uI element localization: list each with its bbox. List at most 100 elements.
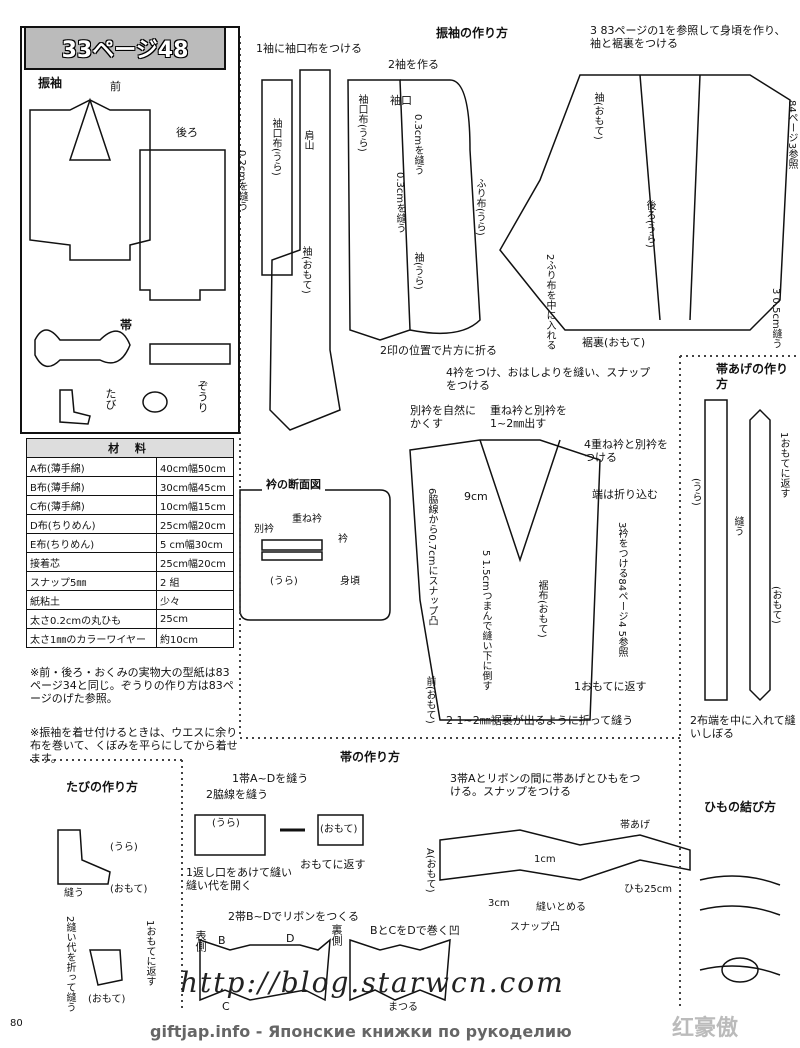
obi-matsuru-label: まつる [388, 1002, 418, 1013]
obiage-omote-label: (おもて) [770, 586, 781, 624]
back-ura-label: 後ろ(うら) [644, 200, 655, 248]
sodeguchi-label: 袖口布(うら) [270, 118, 281, 176]
tabi-step2: 2縫い代を折って縫う [64, 916, 75, 1013]
zori-icon [142, 391, 168, 413]
collar-section-title: 衿の断面図 [262, 478, 325, 491]
fold-hem-label: 2 1~2㎜裾裏が出るように折って縫う [446, 714, 634, 727]
tabi-omote-label: (おもて) [110, 884, 148, 895]
corner-stamp: 红豪傲 [672, 1016, 739, 1041]
kasane-show-label: 重ね衿と別衿を1~2㎜出す [490, 404, 567, 430]
zori-label: ぞうり [196, 380, 209, 413]
obi-wrap-label: BとCをDで巻く凹 [370, 924, 460, 937]
furi-fabric-label: ふり布(うら) [474, 178, 485, 236]
collar-kasane-label: 重ね衿 [292, 514, 322, 525]
sew-05-label: 3 0.5cm縫う [770, 288, 781, 349]
nine-cm-label: 9cm [464, 490, 488, 503]
suso-fabric-label: 裾布(おもて) [536, 580, 547, 638]
obi-himo-label: ひも25cm [624, 884, 672, 895]
obi-step2: 2脇線を縫う [206, 788, 268, 801]
sleeve-omote2-label: 袖(おもて) [592, 92, 603, 140]
tabi-step1: 1おもてに返す [144, 920, 155, 987]
obi-back-side-label: 裏側 [330, 924, 343, 946]
table-row: B布(薄手綿)30cm幅45cm [26, 476, 235, 496]
obi-step3: 3帯Aとリボンの間に帯あげとひもをつける。スナップをつける [450, 772, 641, 798]
obi-front-side-label: 表側 [194, 930, 207, 952]
obiage-turn-label: 1おもてに返す [778, 432, 789, 499]
pinch-sew-label: 5 1.5cmつまんで縫い下に倒す [480, 550, 491, 691]
obiage-gather-label: 2布端を中に入れて縫いしぼる [690, 714, 796, 740]
watermark-url: http://blog.starwcn.com [180, 966, 565, 999]
table-row: 太さ1㎜のカラーワイヤー約10cm [26, 628, 235, 648]
collar-section-balloon [239, 489, 391, 621]
kasane-attach-label: 4重ね衿と別衿をつける [584, 438, 668, 464]
table-row: C布(薄手綿)10cm幅15cm [26, 495, 235, 515]
obiage-title: 帯あげの作り方 [716, 362, 789, 391]
fold-note: 2印の位置で片方に折る [380, 344, 497, 357]
collar-ura-label: (うら) [270, 576, 298, 587]
obi-seam-label: 1返し口をあけて縫い縫い代を開く [186, 866, 292, 892]
tuck-end-label: 端は折り込む [592, 488, 658, 501]
turn-out-label: 1おもてに返す [574, 680, 647, 693]
collar-attach-label: 3衿をつける84ページ4 5参照 [616, 522, 627, 657]
back-label: 後ろ [176, 126, 198, 139]
obiage-ura-label: (うら) [690, 478, 701, 506]
susoura-label: 裾裏(おもて) [582, 336, 646, 349]
table-row: E布(ちりめん)5 cm幅30cm [26, 533, 235, 553]
furisode-label: 振袖 [38, 76, 63, 90]
sodeguchi-ura-label: 袖口布(うら) [356, 94, 367, 152]
page-reference-header: 33ページ48 [24, 26, 226, 70]
obi-snap-label: スナップ凸 [510, 922, 560, 933]
tabi-ura-label: (うら) [110, 842, 138, 853]
katayama-label: 肩山 [302, 130, 313, 150]
sleeve-ura-label: 袖(うら) [412, 252, 423, 290]
step1-label: 1袖に袖口布をつける [256, 42, 362, 55]
table-row: D布(ちりめん)25cm幅20cm [26, 514, 235, 534]
materials-table: 材 料 A布(薄手綿)40cm幅50cm B布(薄手綿)30cm幅45cm C布… [26, 438, 235, 648]
tabi-label: たび [104, 388, 117, 410]
page-number: 80 [10, 1018, 23, 1029]
furi-inside-label: 2ふり布を中に入れる [544, 254, 555, 351]
obi-1cm-label: 1cm [534, 854, 556, 865]
obi-turn-label: おもてに返す [300, 858, 366, 871]
obi-ura-label: (うら) [212, 818, 240, 829]
table-row: 紙粘土少々 [26, 590, 235, 610]
obi-a-label: A(おもて) [424, 848, 435, 893]
sew-03b-label: 0.3cmを縫う [394, 172, 405, 234]
table-row: A布(薄手綿)40cm幅50cm [26, 457, 235, 477]
front-label: 前 [110, 80, 121, 93]
collar-betsu-label: 別衿 [254, 524, 274, 535]
obi-ribbon-step: 2帯B~Dでリボンをつくる [228, 910, 360, 923]
sleeve-omote-label: 袖(おもて) [300, 246, 311, 294]
snap-side-label: 6脇線から0.7cmにスナップ凸 [426, 488, 437, 626]
collar-migoro-label: 身頃 [340, 576, 360, 587]
himo-knot-drawing [699, 875, 781, 976]
tabi-title: たびの作り方 [66, 780, 139, 794]
obi-label: 帯 [120, 318, 133, 332]
obi-d-label: D [286, 932, 295, 945]
obi-b-label: B [218, 934, 226, 947]
tabi-sew-label: 縫う [64, 888, 84, 899]
obi-stitch-label: 縫いとめる [536, 902, 586, 913]
p84-ref-label: 84ページ3参照 [786, 100, 797, 170]
furisode-title: 振袖の作り方 [436, 26, 509, 40]
obiage-sew-label: 縫う [732, 516, 743, 536]
site-footer: giftjap.info - Японские книжки по рукоде… [150, 1022, 572, 1041]
front-omote-label: 前(おもて) [424, 676, 435, 724]
obi-obiage-label: 帯あげ [620, 820, 650, 831]
materials-title: 材 料 [26, 438, 234, 458]
obi-assembly-drawing [439, 829, 691, 881]
obi-c-label: C [222, 1000, 230, 1013]
note-dressing: ※振袖を着せ付けるときは、ウエスに余り布を巻いて、くぼみを平らにしてから着せます… [30, 726, 238, 765]
obi-omote-label: (おもて) [320, 824, 358, 835]
tabi-omote2-label: (おもて) [88, 994, 126, 1005]
kimono-back-drawing [139, 149, 226, 301]
himo-title: ひもの結び方 [704, 800, 777, 814]
sodeguchi-small-label: 袖口 [390, 94, 412, 107]
obi-drawing [34, 329, 131, 368]
collar-eri-label: 衿 [338, 534, 348, 545]
obi-step1: 1帯A~Dを縫う [232, 772, 309, 785]
